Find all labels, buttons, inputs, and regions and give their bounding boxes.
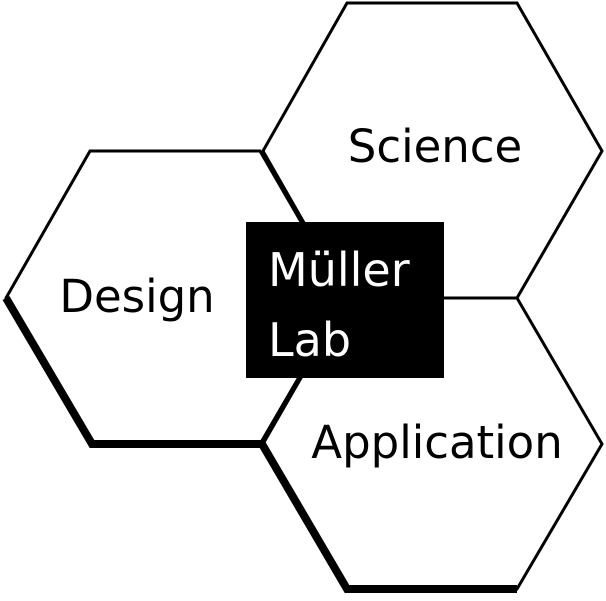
hexagon-shadow [2,295,517,593]
label-design: Design [59,270,214,323]
center-title-line1: Müller [268,243,410,297]
label-application: Application [311,416,562,469]
center-title-line2: Lab [268,313,351,367]
center-box [246,222,444,378]
label-science: Science [348,120,522,173]
